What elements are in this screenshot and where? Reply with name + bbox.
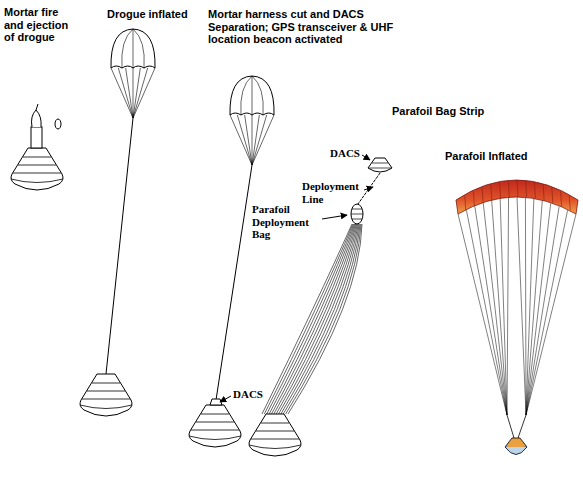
parafoil-deployment-bag	[351, 204, 363, 224]
drogue-riser	[216, 165, 252, 400]
canopy-rib	[508, 181, 509, 198]
suspension-line	[279, 224, 359, 414]
suspension-line	[133, 68, 155, 118]
part-label: Deployment Line	[302, 180, 364, 205]
suspension-line	[126, 68, 133, 118]
canopy-rib	[552, 188, 553, 204]
leader-arrow	[220, 396, 231, 402]
suspension-line	[288, 224, 362, 414]
suspension-line	[475, 207, 507, 415]
suspension-line	[492, 201, 507, 415]
suspension-line	[111, 68, 133, 118]
stage-title: Mortar fire and ejection of drogue	[4, 6, 70, 44]
suspension-line	[252, 115, 274, 165]
capsule	[249, 414, 301, 456]
suspension-line	[526, 214, 576, 415]
payload-capsule	[505, 438, 527, 455]
part-label: DACS	[233, 388, 263, 401]
canopy-ribs	[465, 180, 571, 210]
deployment-line	[358, 173, 380, 204]
suspension-line	[267, 224, 354, 414]
canopy-rib	[465, 196, 466, 211]
suspension-line	[269, 224, 355, 414]
drogue-ribs	[241, 76, 264, 115]
suspension-line	[133, 68, 148, 118]
mortar-capsule	[11, 104, 63, 190]
drogue-canopy	[230, 76, 274, 115]
canopy-rib	[561, 191, 562, 206]
suspension-line	[230, 115, 252, 165]
suspension-line	[252, 115, 267, 165]
suspension-line	[276, 224, 357, 414]
suspension-line	[133, 68, 134, 118]
suspension-line	[507, 197, 509, 415]
suspension-line	[507, 415, 526, 438]
canopy-rib	[517, 180, 518, 197]
drogue-canopy	[111, 29, 155, 68]
capsule	[80, 374, 132, 416]
canopy-rib	[534, 182, 535, 199]
suspension-line	[118, 68, 133, 118]
canopy-rib	[569, 196, 570, 211]
suspension-line	[526, 210, 568, 415]
suspension-line	[281, 224, 359, 414]
canopy-rib	[526, 181, 527, 198]
canopy-rib	[473, 191, 474, 206]
dacs-unit	[368, 158, 392, 172]
suspension-line	[252, 115, 259, 165]
canopy-rib	[500, 182, 501, 199]
suspension-line	[274, 224, 357, 414]
leader-arrow	[322, 215, 347, 219]
capsule	[189, 405, 241, 447]
suspension-line	[264, 224, 353, 414]
canopy-rib	[482, 188, 483, 204]
suspension-line	[252, 115, 253, 165]
stage-title: Parafoil Inflated	[445, 150, 528, 163]
parafoil-canopy	[456, 180, 578, 214]
suspension-line	[525, 197, 527, 415]
canopy-rib	[543, 184, 544, 200]
stage-title: Parafoil Bag Strip	[392, 105, 484, 118]
suspension-line	[245, 115, 252, 165]
stage-title: Drogue inflated	[107, 8, 188, 21]
suspension-line	[283, 224, 360, 414]
canopy-rib	[491, 184, 492, 200]
stage-title: Mortar harness cut and DACS Separation; …	[208, 8, 408, 46]
suspension-line	[286, 224, 361, 414]
suspension-line	[526, 207, 559, 415]
suspension-line	[466, 210, 507, 415]
leader-arrow	[364, 187, 373, 190]
suspension-line	[237, 115, 252, 165]
suspension-line	[526, 203, 551, 415]
dacs-stripes	[369, 163, 391, 168]
suspension-line	[271, 224, 355, 414]
suspension-lines	[111, 68, 576, 438]
drogue-riser	[106, 118, 133, 374]
part-label: Parafoil Deployment Bag	[252, 203, 322, 241]
drogue-ribs	[122, 29, 145, 68]
part-label: DACS	[330, 147, 360, 160]
leader-arrow	[362, 155, 370, 160]
suspension-line	[500, 199, 507, 415]
bag-stripes	[351, 209, 363, 219]
suspension-line	[133, 68, 140, 118]
suspension-line	[517, 197, 526, 415]
